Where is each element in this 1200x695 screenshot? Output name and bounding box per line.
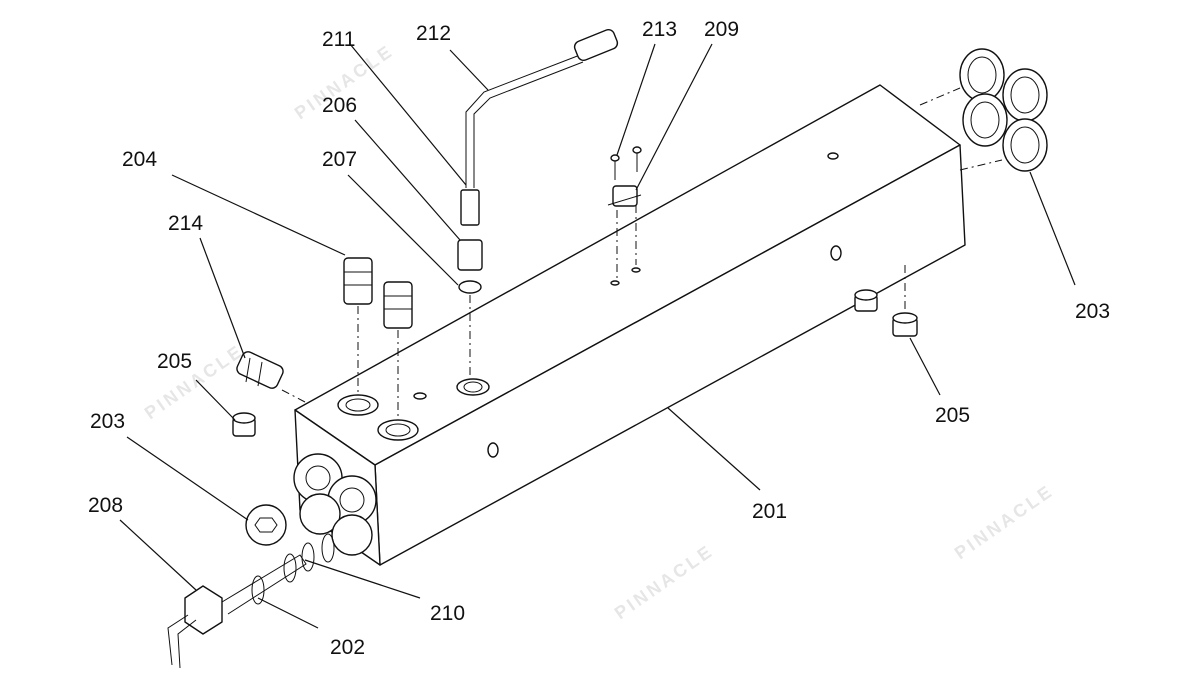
callout-206: 206 — [322, 94, 357, 117]
callout-201: 201 — [752, 500, 787, 523]
callout-205-right: 205 — [935, 404, 970, 427]
small-hole — [827, 152, 839, 160]
callout-205-left: 205 — [157, 350, 192, 373]
callout-204: 204 — [122, 148, 157, 171]
switch-assembly — [607, 146, 642, 278]
plug-cluster-203 — [919, 48, 1048, 172]
plug-205-left — [232, 412, 256, 437]
side-hole — [487, 442, 499, 458]
end-port — [299, 493, 341, 535]
callout-208: 208 — [88, 494, 123, 517]
plug — [1002, 118, 1048, 172]
callout-207: 207 — [322, 148, 357, 171]
plug — [962, 93, 1008, 147]
fitting-204 — [343, 257, 413, 420]
callout-214: 214 — [168, 212, 203, 235]
callout-209: 209 — [704, 18, 739, 41]
callout-213: 213 — [642, 18, 677, 41]
small-hole — [610, 280, 620, 286]
fitting-214 — [236, 351, 306, 403]
callout-212: 212 — [416, 22, 451, 45]
callout-210: 210 — [430, 602, 465, 625]
callout-203-left: 203 — [90, 410, 125, 433]
small-hole — [413, 392, 427, 400]
port-hole — [337, 394, 379, 416]
probe-assembly — [457, 28, 619, 375]
sensor-assembly — [167, 533, 335, 669]
port-hole — [456, 378, 490, 396]
callout-202: 202 — [330, 636, 365, 659]
callout-203-right: 203 — [1075, 300, 1110, 323]
watermark-text: PINNACLE — [611, 540, 718, 623]
callouts: 201 202 203 203 204 205 205 206 207 208 … — [88, 18, 1110, 659]
plug-205-right — [854, 265, 918, 337]
leader-lines — [119, 43, 1076, 629]
manifold-block — [293, 84, 966, 566]
port-hole — [377, 419, 419, 441]
plug-203-left — [245, 504, 287, 546]
side-hole — [830, 245, 842, 261]
watermark-text: PINNACLE — [951, 480, 1058, 563]
small-hole — [631, 267, 641, 273]
end-port — [331, 514, 373, 556]
callout-211: 211 — [322, 28, 355, 51]
